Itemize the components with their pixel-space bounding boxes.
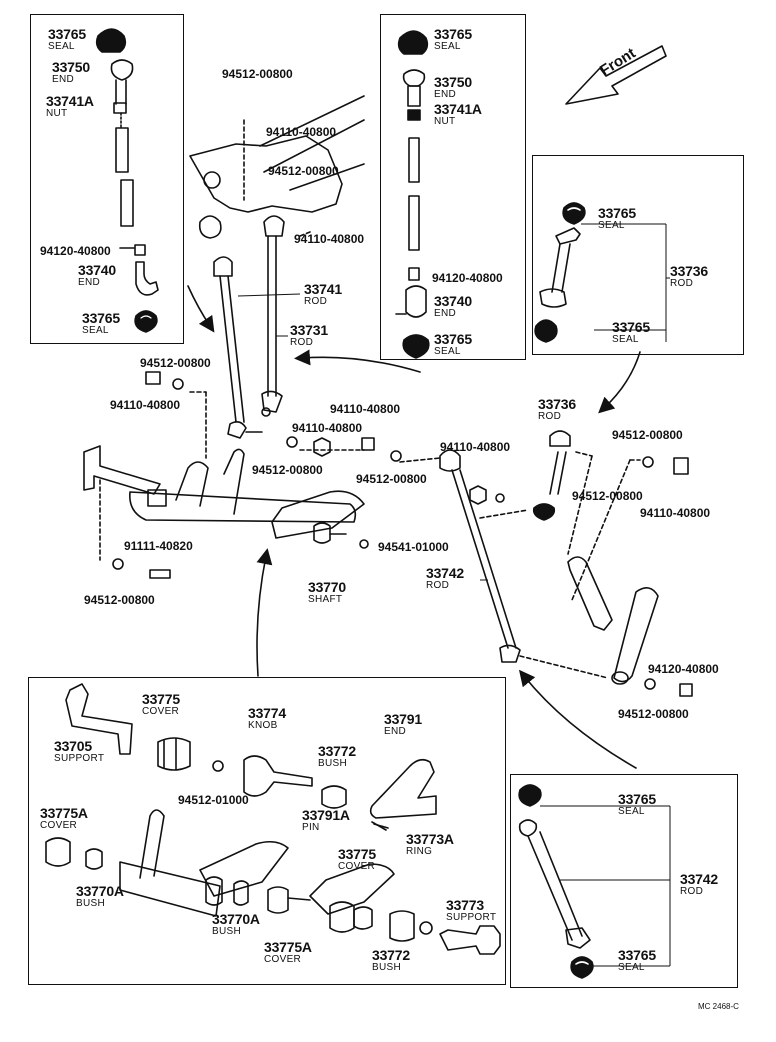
label-washer-94512-f: 94512-00800	[612, 428, 683, 442]
front-direction-arrow	[565, 45, 667, 105]
label-nut-94110-g: 94110-40800	[640, 506, 711, 520]
inset-right-rod-33736	[534, 202, 586, 343]
label-nut-94110-c: 94110-40800	[110, 398, 181, 412]
drawing-code: MC 2468-C	[698, 1002, 739, 1011]
label-washer-94512-01000: 94512-01000	[178, 793, 249, 807]
main-linkage-assembly	[83, 95, 693, 697]
inset-bottom-left-exploded-view	[45, 683, 501, 955]
inset-box-top-middle	[380, 14, 526, 360]
inset-box-bottom-right	[510, 774, 738, 988]
label-nut-94110-a: 94110-40800	[266, 125, 337, 139]
label-nut-94120-tm: 94120-40800	[432, 271, 503, 285]
inset-box-top-left	[30, 14, 184, 344]
label-nut-94110-b: 94110-40800	[294, 232, 365, 246]
label-washer-94512-c: 94512-00800	[140, 356, 211, 370]
callout-arrows	[187, 285, 641, 769]
label-nut-94110-f: 94110-40800	[440, 440, 511, 454]
inset-bottom-right-rod-33742	[518, 784, 594, 979]
label-nut-94120-main: 94120-40800	[648, 662, 719, 676]
label-nut-94120-tl: 94120-40800	[40, 244, 111, 258]
label-nut-94110-d: 94110-40800	[330, 402, 401, 416]
label-washer-94512-e: 94512-00800	[356, 472, 427, 486]
label-washer-94512-a: 94512-00800	[222, 67, 293, 81]
label-nut-94110-e: 94110-40800	[292, 421, 363, 435]
label-washer-94512-i: 94512-00800	[618, 707, 689, 721]
inset-box-right	[532, 155, 744, 355]
inset-top-left-rod-assembly	[95, 28, 159, 333]
label-bolt-91111: 91111-40820	[124, 539, 193, 553]
label-washer-94512-h: 94512-00800	[84, 593, 155, 607]
inset-top-middle-rod-assembly	[395, 30, 430, 359]
inset-box-bottom-left	[28, 677, 506, 985]
label-washer-94512-b: 94512-00800	[268, 164, 339, 178]
label-washer-94512-g: 94512-00800	[572, 489, 643, 503]
label-washer-94512-d: 94512-00800	[252, 463, 323, 477]
label-washer-94541: 94541-01000	[378, 540, 449, 554]
